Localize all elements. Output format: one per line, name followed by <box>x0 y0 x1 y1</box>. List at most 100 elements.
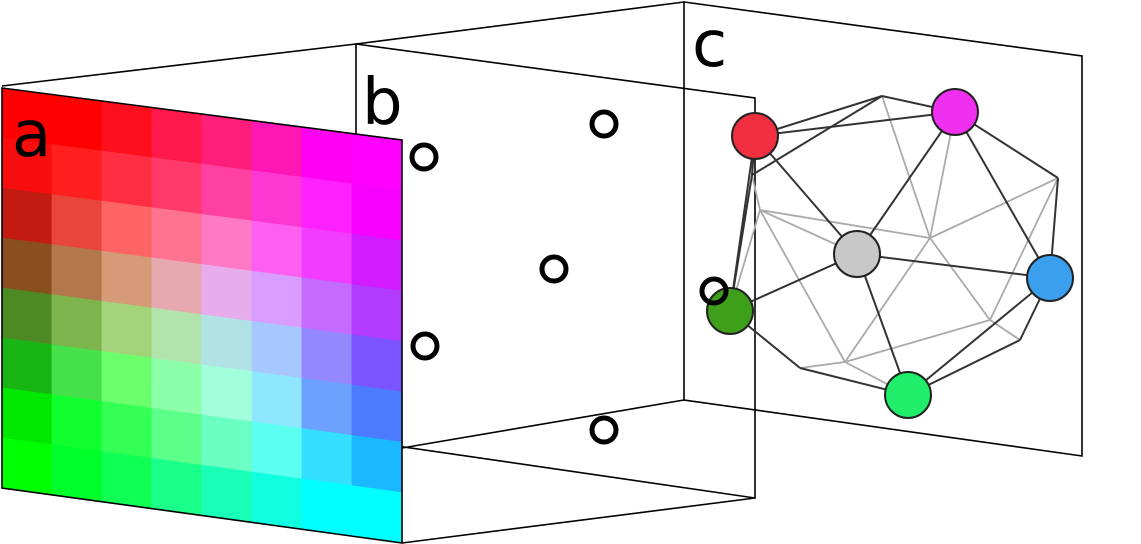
color-cell <box>101 250 153 309</box>
color-cell <box>201 414 253 473</box>
color-cell <box>251 471 303 530</box>
mesh-edge-back <box>759 209 931 239</box>
node-magenta <box>931 88 979 136</box>
color-cell <box>201 163 253 222</box>
color-cell <box>151 207 203 266</box>
color-cell <box>301 126 353 185</box>
color-cell <box>301 428 353 487</box>
color-cell <box>251 220 303 279</box>
panel-c-frame <box>355 1 1083 457</box>
color-cell <box>51 344 103 403</box>
color-cell <box>351 334 402 393</box>
panel-b-markers <box>409 109 729 445</box>
color-cell <box>2 287 53 346</box>
color-cell <box>51 394 103 453</box>
color-cell <box>351 133 402 191</box>
panel-c-bottom-edge <box>401 399 685 449</box>
color-cell <box>251 120 303 178</box>
color-cell <box>101 300 153 359</box>
mesh-edge-back <box>759 209 846 363</box>
panel-b-bottom-edge <box>401 497 756 544</box>
open-circle-marker <box>589 109 619 139</box>
color-cell <box>301 277 353 336</box>
color-cell <box>201 264 253 322</box>
mesh-edge-back <box>751 174 761 211</box>
panel-c-mesh-back <box>729 95 1059 396</box>
color-cell <box>101 401 153 459</box>
open-circle-marker <box>539 254 569 284</box>
color-cell <box>2 187 53 246</box>
color-cell <box>101 351 153 409</box>
mesh-edge-back <box>929 177 1059 239</box>
color-cell <box>251 421 303 480</box>
mesh-edge <box>856 111 956 255</box>
color-cell <box>201 213 253 272</box>
mesh-edge-back <box>799 361 846 369</box>
mesh-edge <box>856 253 909 396</box>
panel-a-color-grid <box>2 88 402 543</box>
mesh-edge <box>729 135 756 312</box>
color-cell <box>151 458 203 516</box>
color-cell <box>2 337 53 396</box>
mesh-edge-back <box>844 237 931 363</box>
mesh-edge <box>751 95 883 176</box>
panel-c-top-edge <box>355 1 685 45</box>
color-cell <box>51 294 103 352</box>
color-cell <box>151 357 203 416</box>
color-cell <box>2 237 53 296</box>
mesh-edge <box>907 277 1051 396</box>
mesh-edge-back <box>844 319 991 363</box>
color-cell <box>301 377 353 436</box>
color-cell <box>51 444 103 503</box>
mesh-edge-back <box>929 237 991 321</box>
node-gray <box>833 230 881 278</box>
open-circle-marker <box>589 415 619 445</box>
node-green-dark <box>706 287 754 335</box>
color-cell <box>2 437 53 496</box>
mesh-edge <box>754 111 956 137</box>
open-circle-marker <box>409 142 439 172</box>
panel-b-back-face <box>355 43 756 499</box>
open-circle-marker <box>410 331 440 361</box>
panel-label-a: a <box>12 98 51 172</box>
color-cell <box>351 233 402 292</box>
color-cell <box>351 384 402 443</box>
color-cell <box>2 387 53 446</box>
color-cell <box>201 464 253 523</box>
color-cell <box>301 227 353 285</box>
color-cell <box>251 371 303 430</box>
color-cell <box>101 451 153 510</box>
mesh-edge <box>754 135 858 255</box>
color-cell <box>301 327 353 386</box>
color-cell <box>151 307 203 366</box>
mesh-edge-back <box>989 177 1059 321</box>
color-cell <box>151 157 203 215</box>
color-cell <box>201 113 253 172</box>
open-circle-marker <box>699 276 729 306</box>
node-green-light <box>884 371 932 419</box>
color-cell <box>51 244 103 302</box>
panel-label-c: c <box>692 8 727 82</box>
panel-a-front-face <box>1 87 403 544</box>
color-cell <box>51 144 103 202</box>
color-cell <box>251 320 303 379</box>
node-red <box>731 112 779 160</box>
color-cell <box>151 407 203 466</box>
color-cell <box>351 284 402 342</box>
mesh-edge <box>856 253 1051 279</box>
color-cell <box>101 150 153 209</box>
color-cell <box>251 270 303 329</box>
color-cell <box>151 257 203 316</box>
panel-c-back-face <box>683 1 1083 457</box>
color-cell <box>101 200 153 259</box>
color-cell <box>151 107 203 165</box>
panel-label-b: b <box>362 66 403 140</box>
color-cell <box>251 170 303 229</box>
color-cell <box>301 176 353 235</box>
node-blue <box>1026 254 1074 302</box>
panel-b-top-edge <box>1 43 357 87</box>
color-cell <box>301 478 353 537</box>
panel-c-nodes <box>706 88 1074 419</box>
color-cell <box>201 364 253 423</box>
